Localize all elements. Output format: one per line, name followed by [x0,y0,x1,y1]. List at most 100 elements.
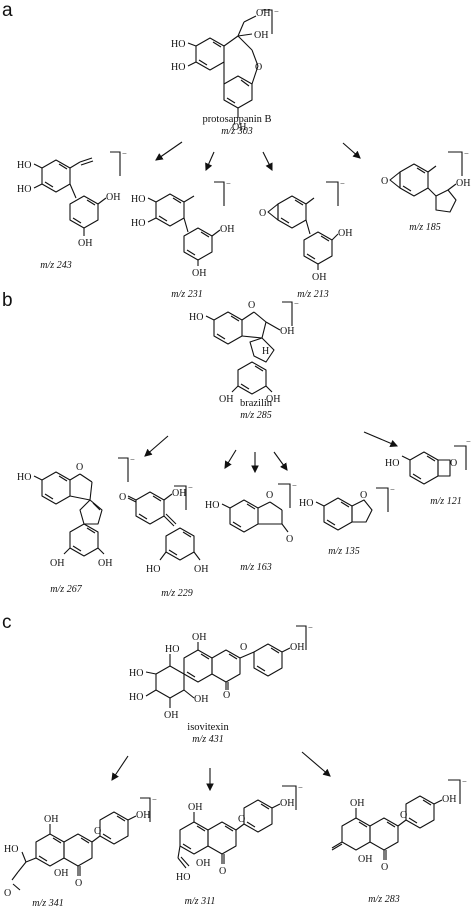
o-label: O [259,208,266,219]
fragment-283-structure: OH O OH OH O − [331,776,467,873]
oh-label: OH [338,228,352,239]
o-label: O [94,826,101,837]
fragment-mz: m/z 163 [240,562,271,573]
o-label: O [450,458,457,469]
panel-b: b HO O OH H OH OH − brazil [2,290,471,599]
o-label: O [75,878,82,889]
charge-label: − [188,482,193,492]
fragmentation-arrow [273,451,288,471]
fragment-mz: m/z 185 [409,222,440,233]
charge-label: − [466,436,471,446]
oh-label: OH [44,814,58,825]
oh-label: OH [256,8,270,19]
fragmentation-arrow [262,151,273,171]
fragment-mz: m/z 283 [368,894,399,905]
fragment-243-structure: HO HO OH OH − [17,148,127,249]
o-label: O [4,888,11,899]
o-label: O [381,176,388,187]
fragmentation-arrow [155,141,183,161]
panel-letter-b: b [2,290,13,311]
fragmentation-arrow [205,151,215,172]
fragmentation-arrow [301,751,331,777]
oh-label: OH [192,632,206,643]
oh-label: OH [358,854,372,865]
oh-label: OH [50,558,64,569]
brazilin-structure: HO O OH H OH OH − [189,298,299,405]
o-label: O [360,490,367,501]
ho-label: HO [17,160,31,171]
o-label: O [238,814,245,825]
oh-label: OH [456,178,470,189]
protosappanin-b-structure: OH OH HO HO O OH − [171,6,279,133]
ho-label: HO [189,312,203,323]
fragment-185-structure: O OH − [381,148,470,213]
isovitexin-structure: OH O OH O HO HO HO OH OH − [129,622,313,721]
fragment-mz: m/z 243 [40,260,71,271]
ho-label: HO [131,218,145,229]
ho-label: HO [176,872,190,883]
oh-label: OH [442,794,456,805]
panel-c: c OH O OH O HO HO [2,612,467,909]
fragmentation-arrow [111,755,129,781]
charge-label: − [274,6,279,16]
oh-label: OH [312,272,326,283]
charge-label: − [340,178,345,188]
ho-label: HO [171,39,185,50]
charge-label: − [122,148,127,158]
o-label: O [266,490,273,501]
charge-label: − [464,148,469,158]
oh-label: OH [194,694,208,705]
ho-label: HO [205,500,219,511]
fragment-267-structure: HO O OH OH − [17,454,135,569]
oh-label: OH [220,224,234,235]
oh-label: OH [219,394,233,405]
oh-label: OH [196,858,210,869]
parent-mz: m/z 431 [192,734,223,745]
oh-label: OH [290,642,304,653]
oh-label: OH [136,810,150,821]
oh-label: OH [254,30,268,41]
oh-label: OH [194,564,208,575]
fragmentation-arrow [144,435,169,457]
fragmentation-arrow [342,142,361,159]
fragment-mz: m/z 311 [185,896,216,907]
ho-label: HO [129,692,143,703]
oh-label: OH [280,798,294,809]
ho-label: HO [129,668,143,679]
oh-label: OH [350,798,364,809]
ho-label: HO [131,194,145,205]
fragment-mz: m/z 121 [430,496,461,507]
o-label: O [255,62,262,73]
oh-label: OH [188,802,202,813]
fragment-341-structure: OH O OH OH O HO O − [4,794,157,899]
fragment-mz: m/z 229 [161,588,192,599]
fragment-135-structure: HO O − [299,484,395,531]
ho-label: HO [299,498,313,509]
parent-name: isovitexin [187,722,229,733]
oh-label: OH [266,394,280,405]
oh-label: OH [106,192,120,203]
fragmentation-arrow [224,449,237,469]
charge-label: − [130,454,135,464]
fragment-163-structure: HO O O − [205,480,297,545]
ho-label: HO [4,844,18,855]
oh-label: OH [164,710,178,721]
fragment-mz: m/z 341 [32,898,63,909]
oh-label: OH [172,488,186,499]
oh-label: OH [98,558,112,569]
panel-letter-a: a [2,0,13,21]
ho-label: HO [385,458,399,469]
o-label: O [248,300,255,311]
parent-name: brazilin [240,398,273,409]
parent-mz: m/z 303 [221,126,252,137]
ho-label: HO [146,564,160,575]
o-label: O [381,862,388,873]
oh-label: OH [232,122,246,133]
oh-label: OH [280,326,294,337]
oh-label: OH [192,268,206,279]
fragment-mz: m/z 231 [171,289,202,300]
parent-mz: m/z 285 [240,410,271,421]
o-label: O [76,462,83,473]
fragment-231-structure: HO HO OH OH − [131,178,234,279]
